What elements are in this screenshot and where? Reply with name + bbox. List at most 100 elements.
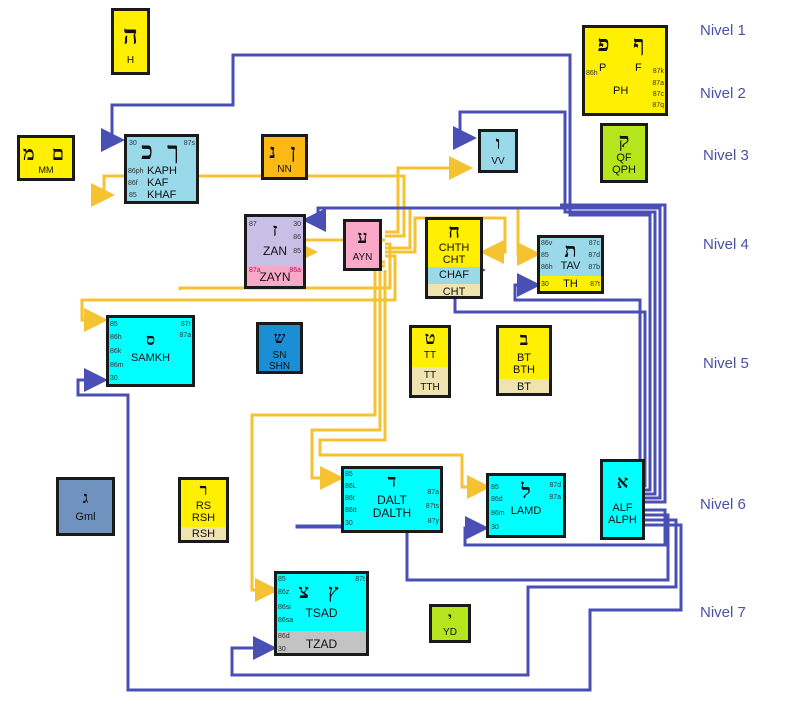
hebrew-glyph: ע [357,227,368,248]
letter-name: DALTH [372,506,412,521]
code-label: 86t [345,495,355,502]
level-label: Nivel 1 [700,22,746,39]
hebrew-glyph: ד [387,471,397,492]
code-label: 87d [549,482,561,489]
code-label: 30 [293,221,301,228]
wire-yellow [318,270,491,499]
hebrew-glyph: ת [564,238,577,262]
letter-name: RS [195,500,212,512]
letter-name: TAV [560,260,581,272]
code-label: 87c [652,91,664,98]
code-label: 87t [355,576,365,583]
letter-name: CHTH [438,242,470,254]
code-label: 86ph [128,168,144,175]
code-label: 85 [541,252,549,259]
code-label: 87r [180,321,191,328]
level-label: Nivel 5 [703,355,749,372]
code-label: 86h [586,70,598,77]
code-label: 86si [278,604,291,611]
letter-name: KHAF [147,189,177,201]
hebrew-glyph: י [448,610,452,626]
letter-name: TT [423,350,437,361]
code-label: 85 [293,248,301,255]
letter-name: BT [516,352,532,364]
code-label: 87d [588,252,600,259]
letter-name: TH [563,278,578,290]
letter-box-alef: א ALF ALPH [600,459,645,540]
code-label: 87a [427,489,439,496]
hebrew-glyph: ק [618,128,630,152]
letter-name: TSAD [305,606,338,620]
letter-name: ALPH [608,514,637,527]
letter-name: CHAF [439,269,469,281]
code-label: 30 [110,375,118,382]
code-label: 86v [541,240,553,247]
code-label: 87k [652,68,664,75]
letter-name: SN [272,350,287,361]
code-label: 87a [179,332,191,339]
hebrew-glyph: ל [521,479,531,503]
hebrew-glyph: ז [272,220,278,241]
letter-name: VV [491,156,505,167]
code-label: 86tt [345,507,357,514]
code-label: 87y [427,518,439,525]
letter-name: ZAYN [259,269,291,284]
code-label: 86f [128,180,138,187]
code-label: 87s [183,140,195,147]
letter-name: TTH [420,382,440,393]
letter-name: TZAD [305,637,338,651]
code-label: 86d [278,633,290,640]
code-label: 85 [110,321,118,328]
wire-blue [560,203,667,504]
code-label: 86h [541,264,553,271]
letter-name: BTH [513,364,535,377]
level-label: Nivel 2 [700,85,746,102]
letter-name: YD [443,627,457,638]
wire-blue [513,273,642,482]
code-label: 87c [588,240,600,247]
letter-name: P [599,62,607,74]
letter-name: QPH [612,164,636,177]
letter-box-lamed: ל LAMD 85 86d 86m 30 87d 87a [486,473,566,538]
wire-blue [463,508,667,547]
hebrew-glyph: ש [273,328,286,347]
hebrew-glyph: ך כ [141,136,182,165]
code-label: 86L [345,483,357,490]
code-label: 86k [110,348,122,355]
hebrew-glyph: ג [82,488,89,507]
code-label: 86sa [278,617,294,624]
code-label: 86d [491,496,503,503]
hebrew-glyph: ב [519,329,529,350]
code-label: 86 [293,234,301,241]
letter-name: TT [423,370,437,381]
letter-name: QF [616,152,632,164]
code-label: 86h [110,334,122,341]
letter-box-tet: ט TT TT TTH [409,325,451,398]
code-label: 86z [278,589,290,596]
code-label: 30 [491,524,499,531]
code-label: 85 [129,192,137,199]
letter-name: PH [613,85,629,97]
hebrew-glyph: ח [448,219,460,243]
code-label: 86m [110,362,124,369]
code-label: 87a [249,267,261,274]
wire-yellow [80,254,397,332]
code-label: 85 [278,576,286,583]
code-label: 87t [590,281,600,288]
letter-name: CHT [442,254,466,267]
letter-name: MM [38,165,54,175]
letter-box-zayin: ז ZAN ZAYN 87 87a 30 86 85 86a [244,214,306,289]
letter-name: KAF [147,177,169,189]
wire-yellow [178,242,392,290]
code-label: 85 [345,471,353,478]
letter-box-bet: ב BT BTH BT [496,325,552,396]
wire-blue [453,110,657,496]
letter-box-dalet: ד DALT DALTH 85 86L 86t 86tt 30 87a 87ts… [341,466,443,533]
wire-blue [230,518,678,677]
letter-name: F [635,62,642,74]
letter-name: ALF [612,502,633,514]
code-label: 30 [345,520,353,527]
level-label: Nivel 6 [700,496,746,513]
hebrew-glyph: ו [495,133,501,154]
